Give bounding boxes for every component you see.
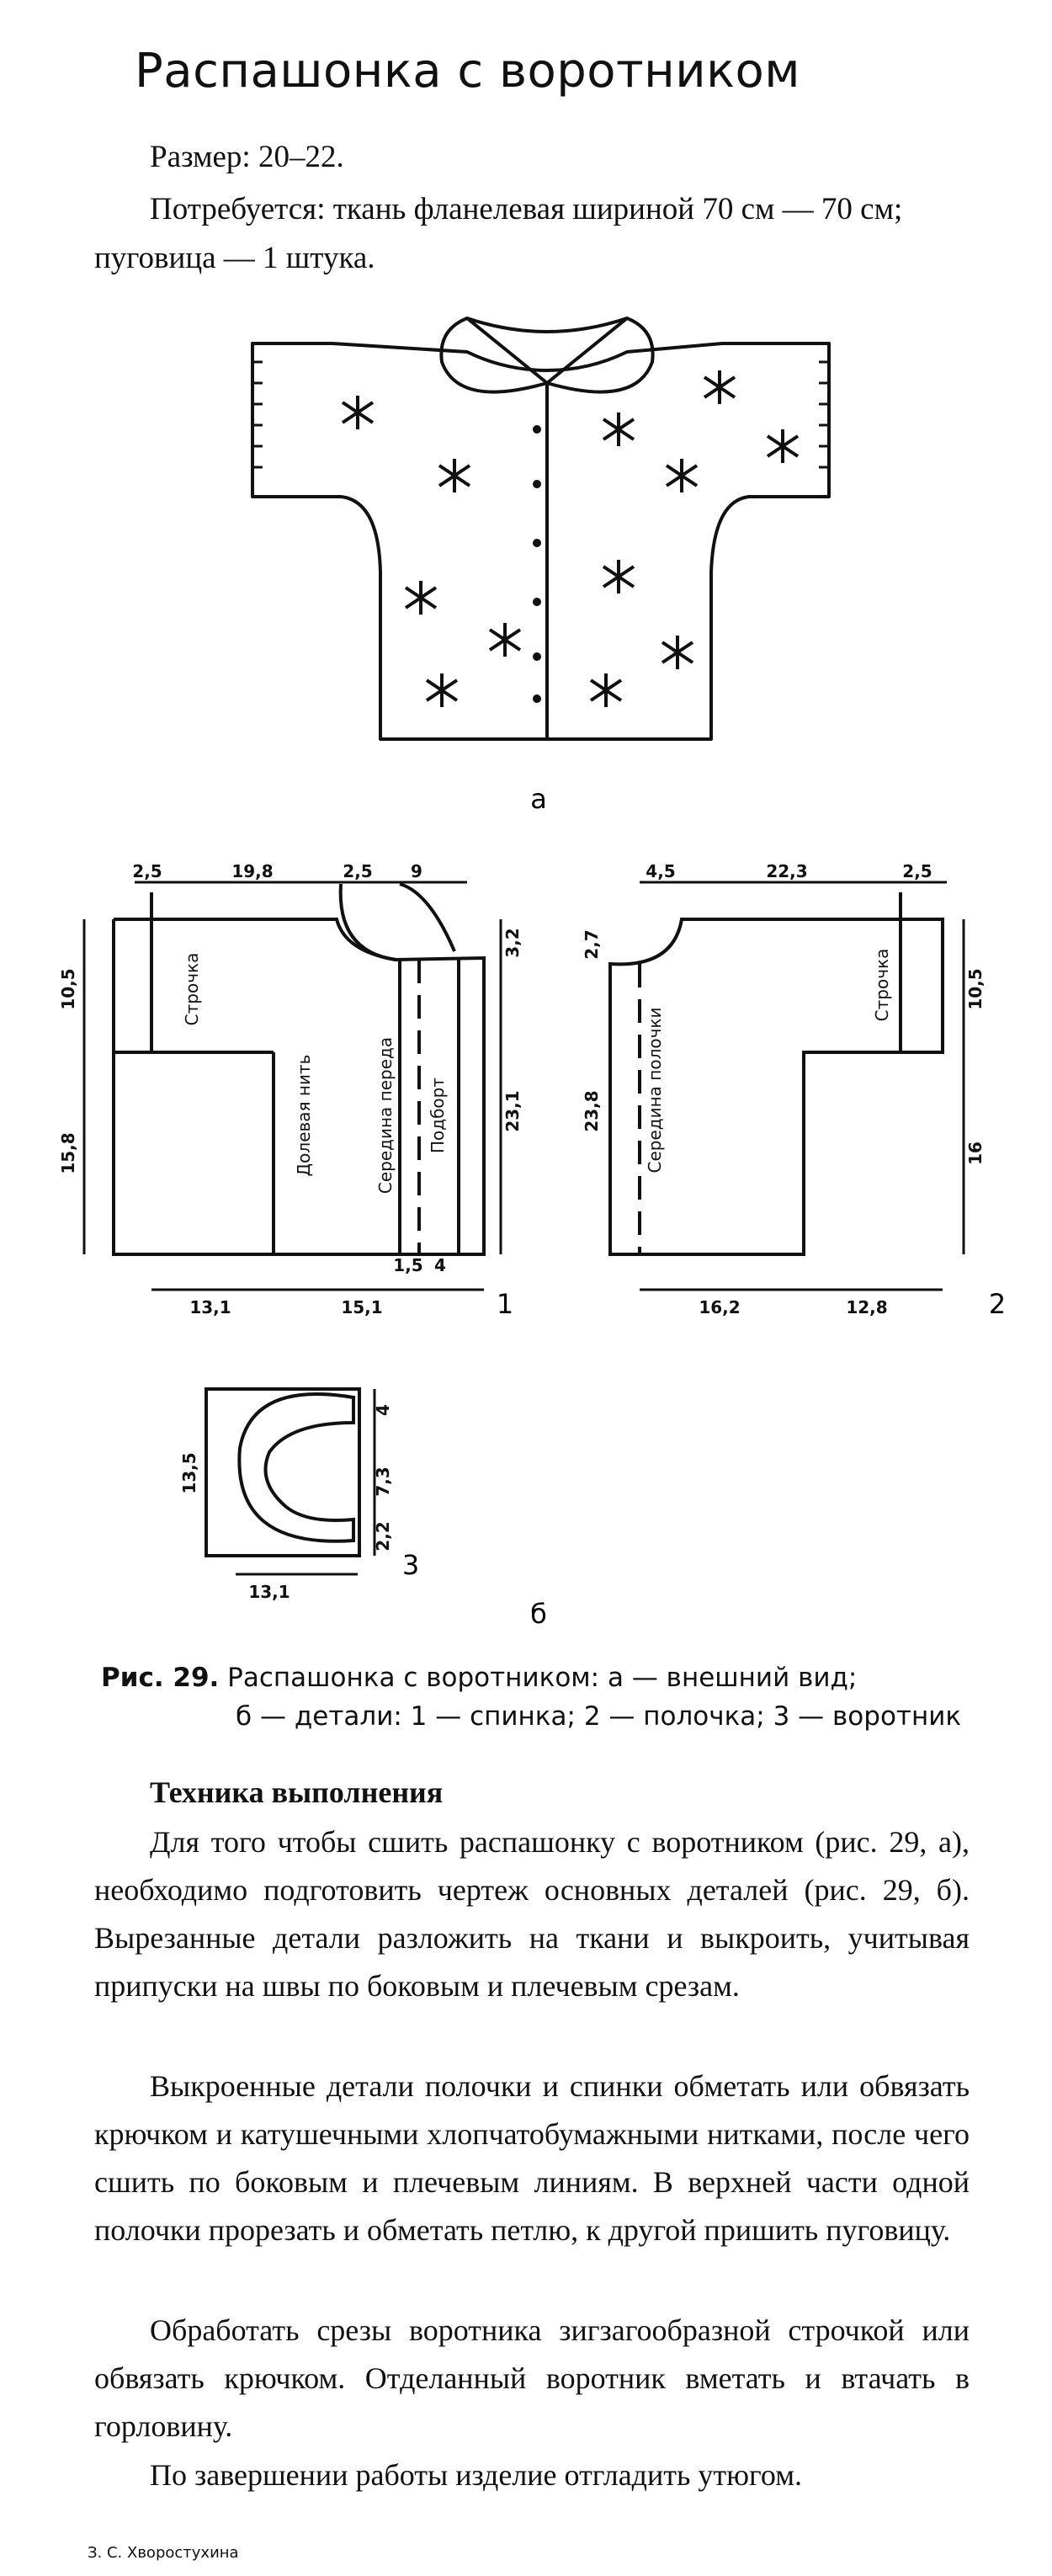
p3-right-dim: 2,2	[373, 1521, 393, 1551]
p1-bottom-dim: 13,1	[189, 1297, 231, 1317]
p3-right-dim: 7,3	[373, 1466, 393, 1496]
caption-label: Рис. 29.	[101, 1663, 220, 1693]
part3-outline	[205, 1387, 361, 1557]
collar-piece	[237, 1392, 355, 1543]
paragraph-1: Для того чтобы сшить распашонку с воротн…	[94, 1818, 970, 2010]
caption-line2: б — детали: 1 — спинка; 2 — полочка; 3 —…	[236, 1701, 962, 1732]
collar-left	[439, 317, 549, 394]
part1-number: 1	[497, 1288, 513, 1320]
page-footer: З. С. Хворостухина	[88, 2544, 239, 2562]
label-b: б	[530, 1598, 547, 1630]
p1-bottom-inner: 4	[434, 1255, 446, 1275]
section-title: Техника выполнения	[150, 1775, 444, 1809]
p1-left-dim: 15,8	[58, 1132, 78, 1174]
p1-bottom-dim: 15,1	[341, 1297, 382, 1317]
p3-right-dim: 4	[373, 1404, 393, 1416]
p2-right-dim: 16	[965, 1142, 986, 1165]
p3-bottom-dim: 13,1	[248, 1582, 290, 1602]
size-line: Размер: 20–22.	[150, 140, 344, 174]
p2-left-dim: 2,7	[582, 929, 602, 959]
collar-right	[545, 317, 655, 394]
p1-label-grain: Долевая нить	[294, 1055, 314, 1177]
p3-left-dim: 13,5	[179, 1452, 199, 1493]
p2-label-stitch: Строчка	[872, 949, 892, 1022]
pattern-figure: а 2,5 19,8 2,5 9 10,5 15,8 3,2 23,1 1,5 …	[58, 317, 1006, 1630]
p1-left-dim: 10,5	[58, 968, 78, 1009]
p1-right-dim: 23,1	[502, 1090, 523, 1131]
part3-number: 3	[402, 1549, 419, 1581]
part2-number: 2	[989, 1288, 1006, 1320]
p2-label-center: Середина полочки	[645, 1007, 665, 1173]
p2-top-dim: 22,3	[766, 861, 807, 881]
p1-top-dim: 9	[411, 861, 422, 881]
garment-buttons	[533, 425, 541, 703]
part2-outline	[608, 918, 944, 1256]
p2-top-dim: 4,5	[646, 861, 675, 881]
p2-bottom-dim: 12,8	[846, 1297, 887, 1317]
p1-label-center: Середина переда	[375, 1037, 396, 1194]
p2-bottom-dim: 16,2	[699, 1297, 740, 1317]
paragraph-2: Выкроенные детали полочки и спинки обмет…	[94, 2062, 970, 2254]
p1-label-facing: Подборт	[428, 1078, 448, 1153]
figure-caption: Рис. 29. Распашонка с воротником: а — вн…	[101, 1658, 1027, 1736]
paragraph-text: По завершении работы изделие отгладить у…	[150, 2458, 803, 2492]
requirements-value: Потребуется: ткань фланелевая шириной 70…	[94, 192, 903, 275]
requirements-text: Потребуется: ткань фланелевая шириной 70…	[94, 185, 970, 283]
p2-right-dim: 10,5	[965, 968, 986, 1009]
paragraph-text: Обработать срезы воротника зигзагообразн…	[94, 2313, 970, 2443]
p1-top-dim: 2,5	[343, 861, 372, 881]
paragraph-4: По завершении работы изделие отгладить у…	[94, 2451, 970, 2499]
p2-top-dim: 2,5	[902, 861, 932, 881]
paragraph-text: Выкроенные детали полочки и спинки обмет…	[94, 2069, 970, 2247]
p1-top-dim: 19,8	[231, 861, 273, 881]
p1-label-stitch: Строчка	[182, 953, 202, 1026]
p1-bottom-inner: 1,5	[393, 1255, 422, 1275]
p2-left-dim: 23,8	[582, 1090, 602, 1131]
p1-top-dim: 2,5	[132, 861, 162, 881]
caption-line1: Распашонка с воротником: а — внешний вид…	[227, 1663, 858, 1693]
p1-right-dim: 3,2	[502, 928, 523, 957]
star-motifs	[341, 370, 800, 707]
paragraph-text: Для того чтобы сшить распашонку с воротн…	[94, 1825, 970, 2003]
page-title: Распашонка с воротником	[135, 44, 800, 98]
paragraph-3: Обработать срезы воротника зигзагообразн…	[94, 2307, 970, 2451]
label-a: а	[530, 783, 547, 815]
